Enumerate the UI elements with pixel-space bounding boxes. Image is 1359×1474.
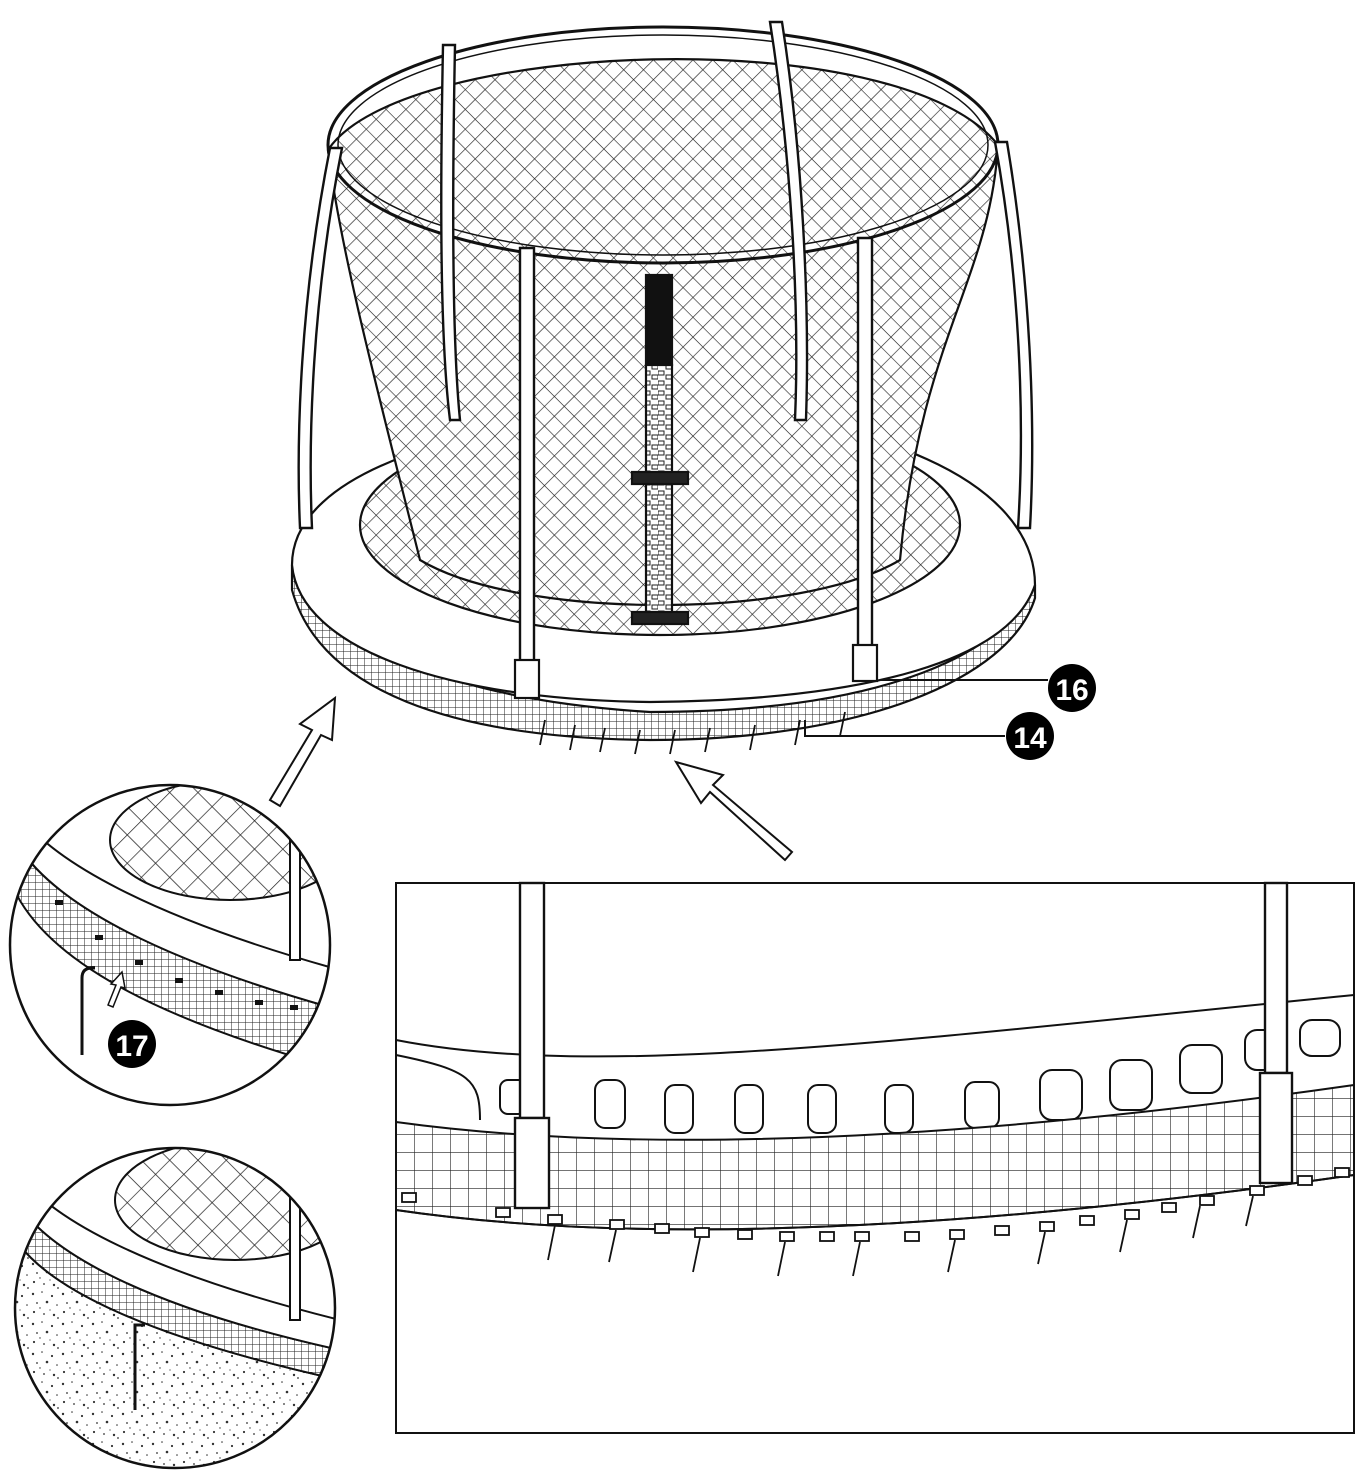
pole-back-right [768, 20, 809, 422]
ground-stake-icon [133, 1323, 145, 1410]
pole-left-back [297, 146, 344, 530]
callout-16-label: 16 [1055, 674, 1088, 707]
pole-back-left [440, 43, 462, 422]
callout-16: 16 [1048, 664, 1096, 712]
door-zipper-top [644, 273, 674, 367]
safety-skirt [290, 564, 1037, 742]
callout-14-label: 14 [1013, 722, 1047, 755]
detail-box-skirt-attachment [395, 881, 1355, 1434]
small-arrow-icon [107, 970, 126, 1008]
detail-circle-stake-ground [13, 1146, 337, 1470]
skirt-stakes [539, 711, 846, 755]
callout-14: 14 [1006, 712, 1054, 760]
main-trampoline-view [290, 20, 1048, 755]
pole-right-back [993, 140, 1034, 530]
detail-stakes [547, 1195, 1254, 1277]
stake-icon [80, 966, 95, 1055]
arrow-to-main-left [268, 695, 337, 808]
callout-17-label: 17 [115, 1030, 148, 1063]
pole-front-left [518, 246, 536, 692]
detail-poles [513, 881, 1294, 1210]
arrow-to-main-right [673, 760, 794, 862]
enclosure-poles [297, 20, 1034, 692]
leader-14 [804, 720, 1005, 737]
detail-circle-stake-insert: 17 [8, 783, 332, 1107]
skirt-loops [401, 1167, 1350, 1242]
door-zipper [644, 363, 674, 622]
pole-front-right [856, 236, 874, 672]
